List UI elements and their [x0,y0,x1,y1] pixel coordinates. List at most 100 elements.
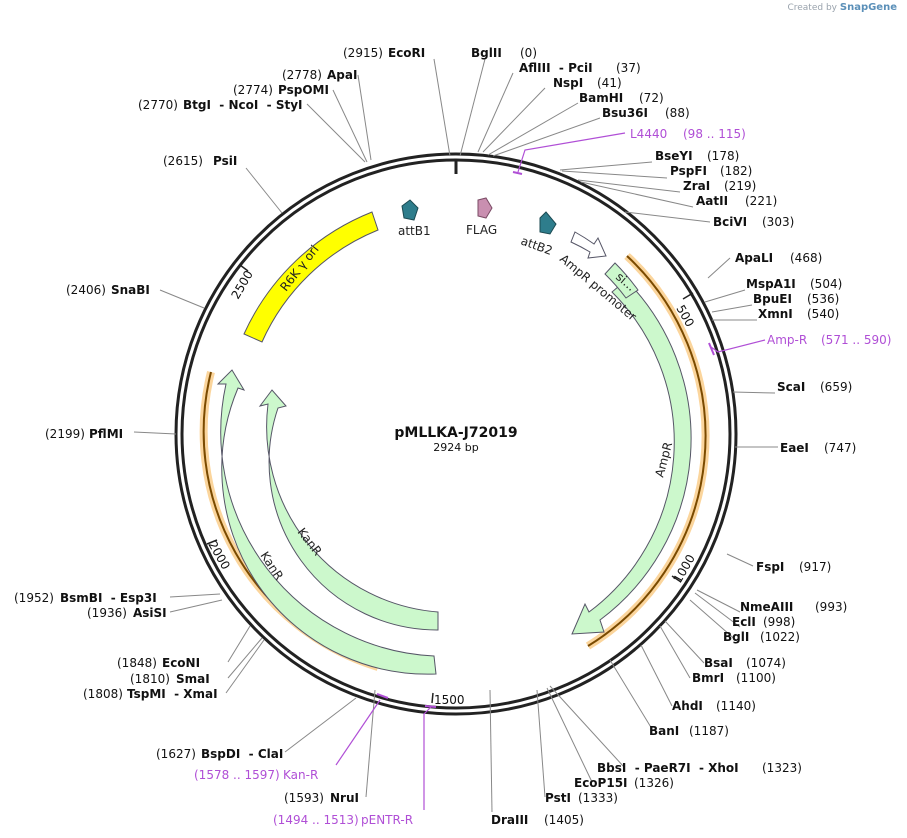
enzyme-fspi-label: FspI [756,560,784,574]
ampr-promoter-arrow[interactable] [570,231,607,259]
enzyme-nrui-pos: (1593) [284,791,324,805]
enzyme-pflmi-label: PflMI [89,427,123,441]
enzyme-bpuei[interactable]: BpuEI (536) [753,292,839,306]
signal-sequence[interactable] [604,262,639,299]
enzyme-apai[interactable]: (2778) ApaI [282,68,357,82]
enzyme-bsu36i[interactable]: Bsu36I (88) [602,106,690,120]
attb1-label: attB1 [398,224,431,238]
enzyme-bsmbi-pos: (1952) [14,591,54,605]
enzyme-bani-label: BanI [649,724,679,738]
enzyme-tspmi-label: TspMI - XmaI [127,687,218,701]
enzyme-eaei-pos: (747) [824,441,856,455]
enzyme-aatii[interactable]: AatII (221) [696,194,777,208]
enzyme-psti[interactable]: PstI (1333) [545,791,618,805]
enzyme-pflmi[interactable]: (2199) PflMI [45,427,123,441]
flag-marker[interactable] [477,197,493,219]
enzyme-nmeaiii-label: NmeAIII [740,600,793,614]
enzyme-ecop15i[interactable]: EcoP15I (1326) [574,776,674,790]
enzyme-nmeaiii[interactable]: NmeAIII (993) [740,600,847,614]
primer-l4440-label: L4440 [630,127,667,141]
enzyme-draiii[interactable]: DraIII (1405) [491,813,584,827]
enzyme-bgli[interactable]: BglI (1022) [723,630,800,644]
primer-kanr[interactable]: (1578 .. 1597) Kan-R [194,768,318,782]
enzyme-bcivi-label: BciVI [713,215,747,229]
enzyme-xmni[interactable]: XmnI (540) [758,307,839,321]
primer-pentr[interactable]: (1494 .. 1513) pENTR-R [273,813,413,827]
enzyme-bbsi[interactable]: BbsI - PaeR7I - XhoI (1323) [597,761,802,775]
tick-1500: 1500 [434,693,465,707]
enzyme-bsai-pos: (1074) [746,656,786,670]
enzyme-bpuei-pos: (536) [807,292,839,306]
enzyme-bpuei-label: BpuEI [753,292,792,306]
enzyme-bglii-pos: (0) [520,46,537,60]
enzyme-econi[interactable]: (1848) EcoNI [117,656,200,670]
enzyme-nspi-pos: (41) [597,76,622,90]
scale-ticks [206,264,694,704]
enzyme-bspdi-label: BspDI - ClaI [201,747,283,761]
enzyme-btgi[interactable]: (2770) BtgI - NcoI - StyI [138,98,303,112]
enzyme-mspa1i[interactable]: MspA1I (504) [746,277,842,291]
primer-ampr[interactable]: Amp-R (571 .. 590) [767,333,891,347]
primer-l4440[interactable]: L4440 (98 .. 115) [630,127,746,141]
primer-ampr-range: (571 .. 590) [821,333,891,347]
enzyme-asisi-label: AsiSI [133,606,167,620]
r6k-ori[interactable] [243,211,379,343]
enzyme-smai[interactable]: (1810) SmaI [130,672,210,686]
enzyme-eaei[interactable]: EaeI (747) [780,441,856,455]
enzyme-bsmbi[interactable]: (1952) BsmBI - Esp3I [14,591,157,605]
enzyme-pspomi-pos: (2774) [233,83,273,97]
enzyme-bamhi[interactable]: BamHI (72) [579,91,664,105]
enzyme-psii[interactable]: (2615) PsiI [163,154,237,168]
enzyme-bsai[interactable]: BsaI (1074) [704,656,786,670]
enzyme-bsu36i-pos: (88) [665,106,690,120]
attb2-marker[interactable] [539,211,557,235]
enzyme-bcivi[interactable]: BciVI (303) [713,215,794,229]
enzyme-asisi[interactable]: (1936) AsiSI [87,606,167,620]
primer-pentr-range: (1494 .. 1513) [273,813,359,827]
ampr-orange-band [585,253,710,650]
brand-watermark: Created by SnapGene [787,2,897,13]
enzyme-ecori[interactable]: (2915) EcoRI [343,46,425,60]
kanr-cds-outer[interactable] [216,369,437,675]
enzyme-bgli-label: BglI [723,630,749,644]
enzyme-bseyi[interactable]: BseYI (178) [655,149,739,163]
enzyme-asisi-pos: (1936) [87,606,127,620]
enzyme-bsmbi-label: BsmBI - Esp3I [60,591,157,605]
attb1-marker[interactable] [401,199,419,221]
enzyme-mspa1i-label: MspA1I [746,277,796,291]
enzyme-fspi[interactable]: FspI (917) [756,560,831,574]
enzyme-pspfi[interactable]: PspFI (182) [670,164,752,178]
kanr-cds-inner[interactable] [258,389,439,631]
enzyme-ahdi[interactable]: AhdI (1140) [672,699,756,713]
enzyme-ecli[interactable]: EclI (998) [732,615,795,629]
enzyme-aflIII[interactable]: AflIII - PciI (37) [519,61,641,75]
enzyme-bspdi[interactable]: (1627) BspDI - ClaI [156,747,283,761]
enzyme-snabi[interactable]: (2406) SnaBI [66,283,150,297]
enzyme-psii-pos: (2615) [163,154,203,168]
enzyme-ahdi-label: AhdI [672,699,703,713]
ampr-cds[interactable] [571,279,692,635]
enzyme-bglii[interactable]: BglII (0) [471,46,537,60]
enzyme-nspi-label: NspI [553,76,583,90]
enzyme-apali-label: ApaLI [735,251,773,265]
enzyme-apai-pos: (2778) [282,68,322,82]
enzyme-btgi-pos: (2770) [138,98,178,112]
enzyme-bmri-pos: (1100) [736,671,776,685]
enzyme-nspi[interactable]: NspI (41) [553,76,622,90]
enzyme-mspa1i-pos: (504) [810,277,842,291]
plasmid-size: 2924 bp [433,441,478,454]
enzyme-bmri[interactable]: BmrI (1100) [692,671,776,685]
enzyme-snabi-pos: (2406) [66,283,106,297]
enzyme-nrui[interactable]: (1593) NruI [284,791,359,805]
enzyme-bani[interactable]: BanI (1187) [649,724,729,738]
enzyme-scai-label: ScaI [777,380,805,394]
enzyme-scai[interactable]: ScaI (659) [777,380,852,394]
enzyme-bspdi-pos: (1627) [156,747,196,761]
enzyme-pspomi[interactable]: (2774) PspOMI [233,83,329,97]
enzyme-tspmi[interactable]: (1808) TspMI - XmaI [83,687,218,701]
enzyme-bgli-pos: (1022) [760,630,800,644]
enzyme-econi-label: EcoNI [162,656,200,670]
enzyme-zrai[interactable]: ZraI (219) [683,179,756,193]
enzyme-apali[interactable]: ApaLI (468) [735,251,822,265]
